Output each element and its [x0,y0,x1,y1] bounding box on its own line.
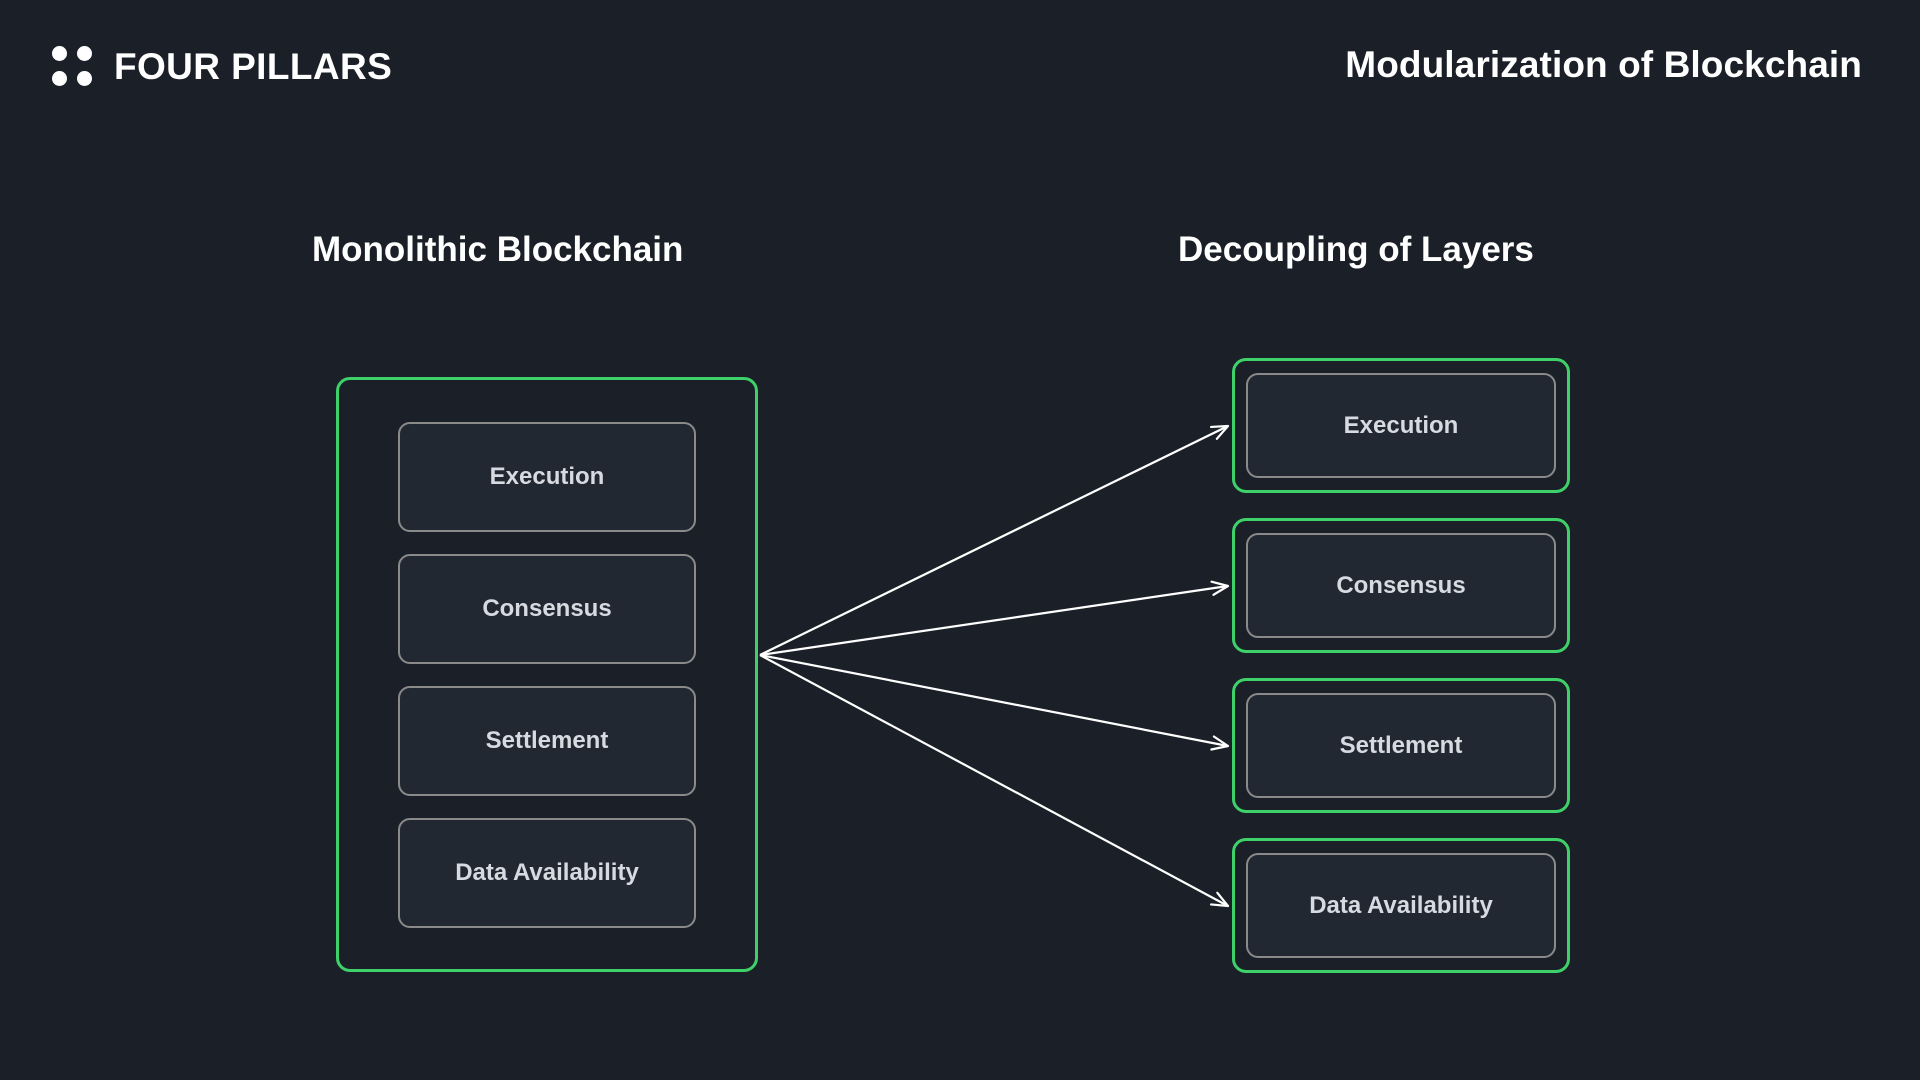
monolithic-layer-box: Consensus [398,553,696,664]
decoupled-layer-inner: Data Availability [1246,853,1556,958]
four-dots-icon [52,46,92,86]
decoupling-heading: Decoupling of Layers [1178,230,1534,269]
arrow-head [1209,891,1230,908]
decoupled-layer-inner: Settlement [1246,693,1556,798]
connector-line [759,425,1229,656]
decoupled-layer-box: Execution [1232,358,1570,493]
decoupled-layer-box: Settlement [1232,678,1570,813]
decoupled-layer-label: Settlement [1339,731,1463,759]
monolithic-layer-label: Settlement [485,726,609,754]
monolithic-heading: Monolithic Blockchain [312,230,684,269]
decoupled-layer-label: Execution [1343,411,1459,439]
monolithic-layer-box: Settlement [398,685,696,796]
decoupled-layer-box: Data Availability [1232,838,1570,973]
monolithic-layer-label: Execution [489,462,605,490]
monolithic-blockchain-container: Execution Consensus Settlement Data Avai… [336,377,758,972]
monolithic-layer-box: Data Availability [398,817,696,928]
logo-dot [52,46,67,61]
connector-line [759,653,1229,748]
arrow-head [1210,735,1230,751]
decoupled-layer-label: Data Availability [1309,891,1493,919]
monolithic-layer-box: Execution [398,421,696,532]
logo-dot [77,71,92,86]
arrow-head [1209,424,1230,440]
brand-logo: FOUR PILLARS [52,46,392,86]
decoupled-layer-inner: Execution [1246,373,1556,478]
logo-dot [52,71,67,86]
decoupled-layer-box: Consensus [1232,518,1570,653]
arrow-right-icon [759,424,1230,908]
decoupled-layer-inner: Consensus [1246,533,1556,638]
page-title: Modularization of Blockchain [1345,44,1862,85]
arrow-head [1210,580,1230,596]
monolithic-layer-label: Data Availability [455,858,639,886]
connector-line [759,654,1229,907]
brand-name: FOUR PILLARS [114,45,393,87]
decoupled-layer-label: Consensus [1336,571,1466,599]
connector-line [759,584,1229,657]
logo-dot [77,46,92,61]
monolithic-layer-label: Consensus [482,594,612,622]
